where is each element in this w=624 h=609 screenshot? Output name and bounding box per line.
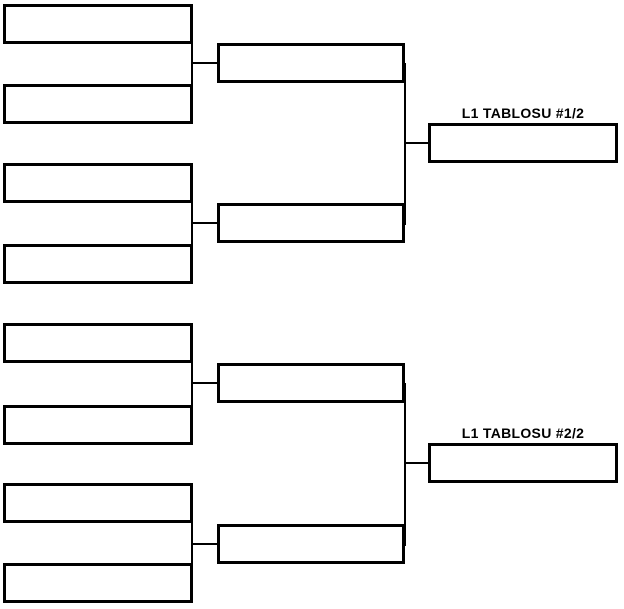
bracket1-connector-pair1-vertical [191, 24, 193, 106]
bracket2-round2-slot2 [217, 524, 405, 564]
bracket2-round1-slot4 [3, 563, 193, 603]
bracket2-final-slot [428, 443, 618, 483]
bracket1-round1-slot1 [3, 4, 193, 44]
bracket2-round1-slot1 [3, 323, 193, 363]
bracket1-round2-slot2 [217, 203, 405, 243]
bracket1-title: L1 TABLOSU #1/2 [461, 105, 585, 121]
bracket1-round1-slot2 [3, 84, 193, 124]
bracket2-round2-slot1 [217, 363, 405, 403]
bracket2-round1-slot3 [3, 483, 193, 523]
bracket2-connector-pair2-horizontal [191, 543, 217, 545]
bracket2-title: L1 TABLOSU #2/2 [461, 425, 585, 441]
bracket1-round1-slot4 [3, 244, 193, 284]
bracket1-round2-slot1 [217, 43, 405, 83]
bracket2-connector-pair1-horizontal [191, 382, 217, 384]
bracket2-connector-final-horizontal [404, 462, 430, 464]
bracket1-connector-final-vertical [404, 63, 406, 225]
bracket1-connector-pair1-horizontal [191, 62, 217, 64]
bracket2-connector-final-vertical [404, 383, 406, 546]
bracket1-round1-slot3 [3, 163, 193, 203]
bracket1-final-slot [428, 123, 618, 163]
bracket2-connector-pair1-vertical [191, 343, 193, 427]
bracket1-connector-pair2-vertical [191, 183, 193, 266]
bracket2-round1-slot2 [3, 405, 193, 445]
bracket1-connector-pair2-horizontal [191, 222, 217, 224]
bracket1-connector-final-horizontal [404, 142, 430, 144]
